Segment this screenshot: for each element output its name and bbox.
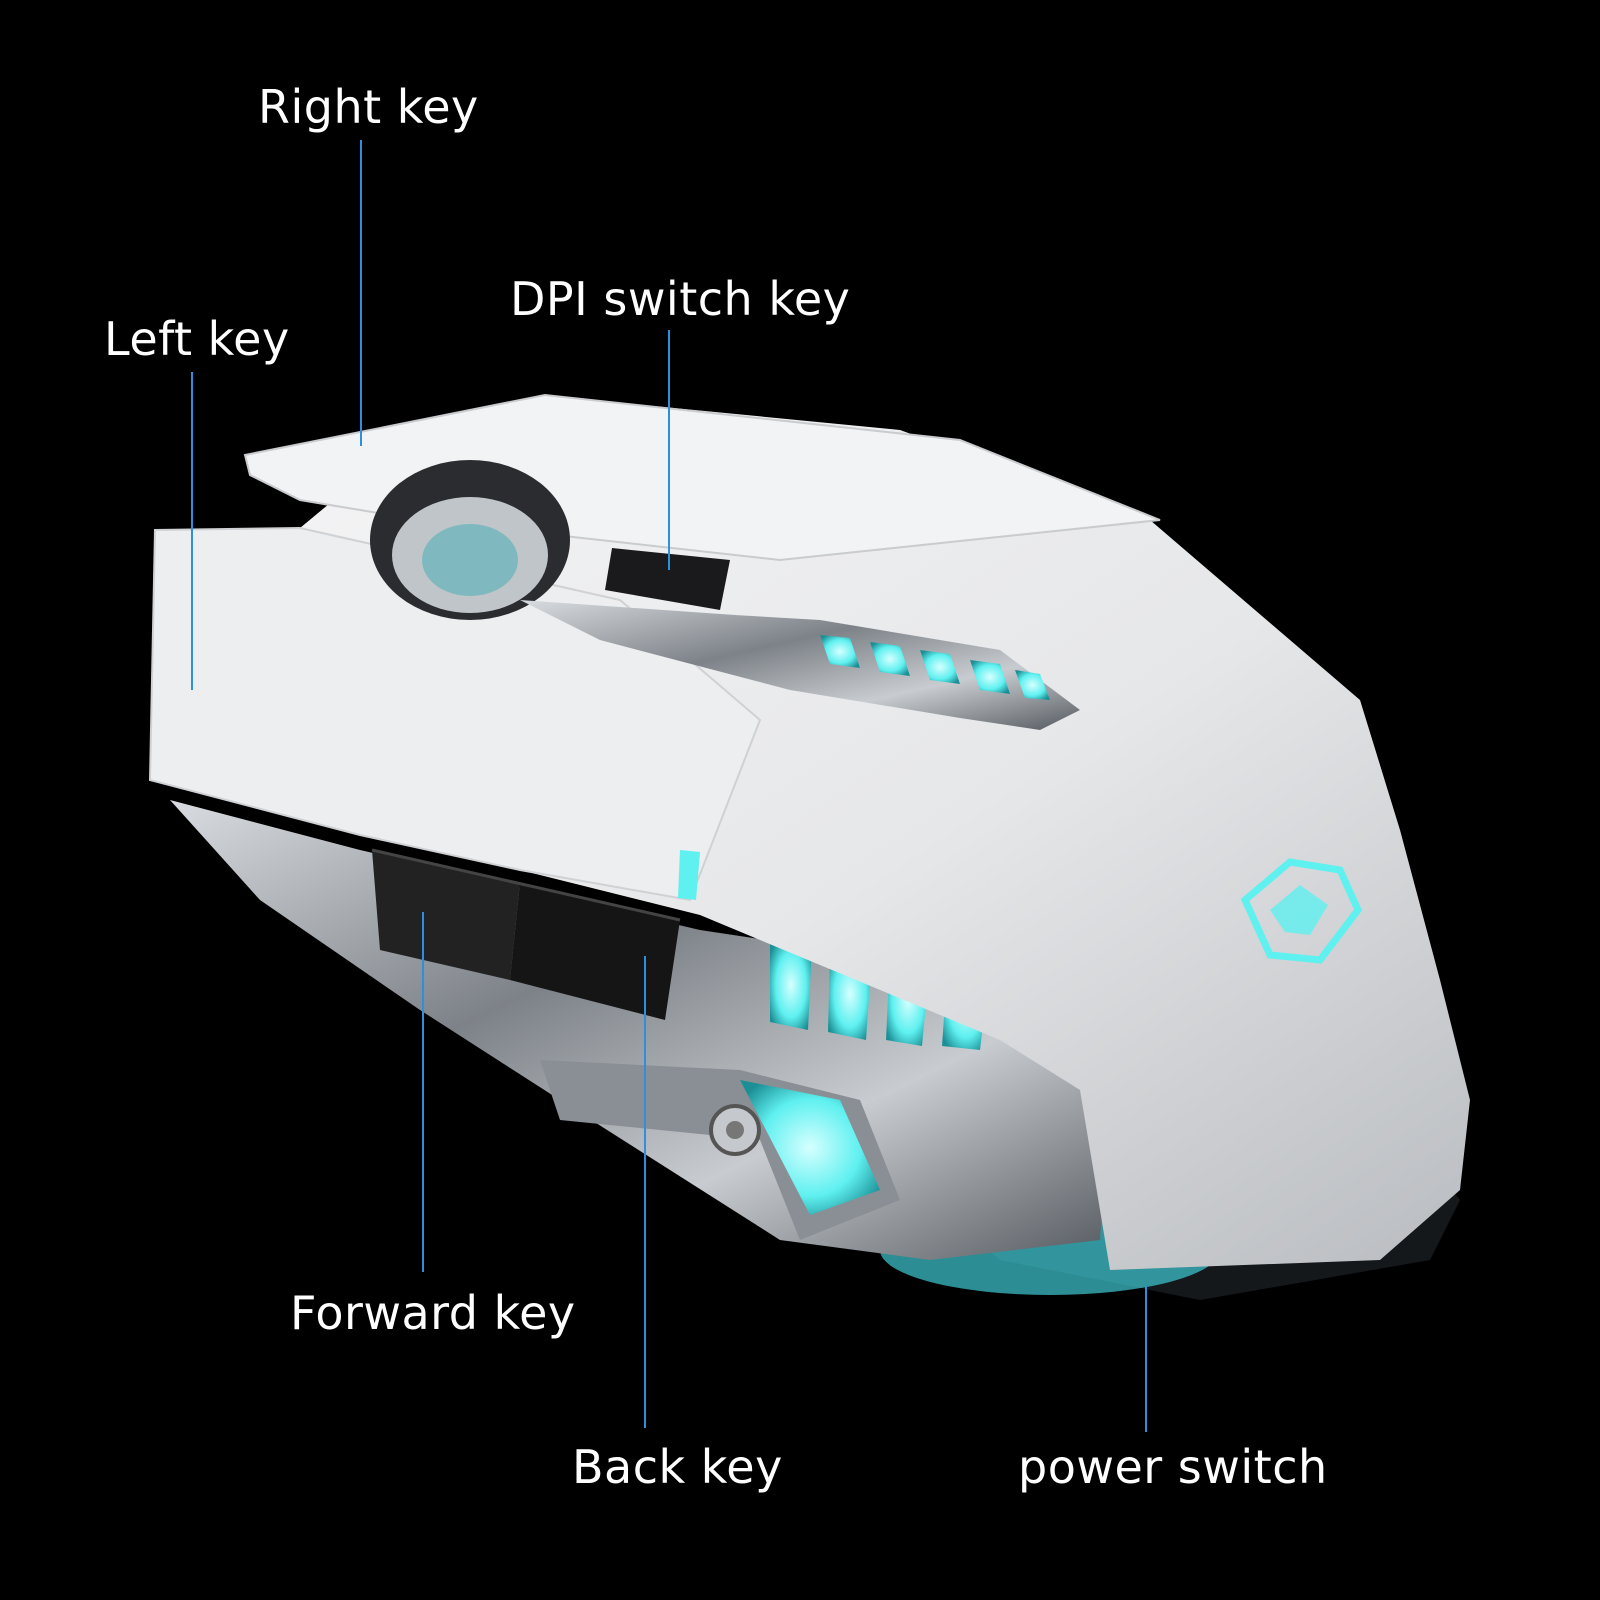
top-chrome-strip bbox=[520, 600, 1080, 730]
left-key-label: Left key bbox=[104, 312, 290, 366]
back-button bbox=[510, 882, 680, 1020]
forward-key-leader-line bbox=[422, 912, 424, 1272]
dpi-key-leader-line bbox=[668, 330, 670, 570]
back-key-leader-line bbox=[644, 956, 646, 1428]
dpi-switch-key-label: DPI switch key bbox=[510, 272, 851, 326]
forward-button bbox=[372, 850, 520, 980]
back-key-label: Back key bbox=[572, 1440, 783, 1494]
left-key-leader-line bbox=[191, 372, 193, 690]
power-switch-label: power switch bbox=[1018, 1440, 1328, 1494]
power-switch-leader-line bbox=[1145, 1286, 1147, 1432]
top-light-vents bbox=[820, 635, 1050, 700]
glowing-logo bbox=[1240, 858, 1363, 964]
forward-key-label: Forward key bbox=[290, 1286, 576, 1340]
right-key-label: Right key bbox=[258, 80, 479, 134]
right-key-leader-line bbox=[360, 140, 362, 446]
dpi-button bbox=[605, 548, 730, 610]
scroll-wheel bbox=[370, 460, 570, 620]
